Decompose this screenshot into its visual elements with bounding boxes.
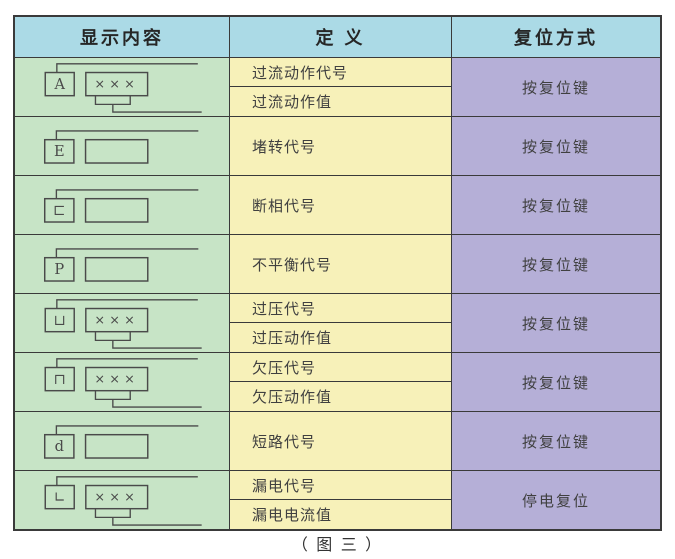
reset-cell: 按复位键	[452, 353, 660, 411]
definition-line: 欠压代号	[230, 353, 451, 382]
display-cell: ⊓ ×××	[15, 353, 230, 411]
reset-cell: 按复位键	[452, 235, 660, 293]
display-cell: d	[15, 412, 230, 470]
definition-line: 过压动作值	[252, 330, 333, 347]
display-symbol-stall: E	[43, 130, 198, 164]
display-symbol-unbalance: P	[43, 248, 198, 282]
header-reset-method: 复位方式	[452, 17, 660, 57]
code-letter: d	[54, 438, 63, 455]
definition-line: 欠压动作值	[252, 389, 333, 406]
definition-cell: 过流动作代号 过流动作值	[230, 58, 452, 116]
display-cell: A ×××	[15, 58, 230, 116]
display-symbol-short-circuit: d	[43, 425, 198, 459]
definition-cell: 不平衡代号	[230, 235, 452, 293]
code-value: ×××	[94, 371, 139, 386]
definition-cell: 短路代号	[230, 412, 452, 470]
reset-cell: 按复位键	[452, 58, 660, 116]
display-symbol-undervoltage: ⊓ ×××	[44, 358, 202, 408]
definition-cell: 漏电代号 漏电电流值	[230, 471, 452, 529]
table-row: ⊔ ××× 过压代号 过压动作值 按复位键	[15, 294, 660, 353]
code-letter: ∟	[53, 490, 65, 506]
header-display-content: 显示内容	[15, 17, 230, 57]
code-value: ×××	[94, 489, 139, 504]
reset-cell: 按复位键	[452, 294, 660, 352]
display-symbol-overcurrent: A ×××	[44, 63, 202, 113]
display-cell: ∟ ×××	[15, 471, 230, 529]
display-cell: ⊔ ×××	[15, 294, 230, 352]
table-row: d 短路代号 按复位键	[15, 412, 660, 471]
reset-cell: 按复位键	[452, 412, 660, 470]
table-row: A ××× 过流动作代号 过流动作值 按复位键	[15, 58, 660, 117]
code-letter: E	[53, 143, 64, 160]
code-letter: P	[54, 261, 64, 278]
definition-line: 过流动作值	[252, 94, 333, 111]
table-row: P 不平衡代号 按复位键	[15, 235, 660, 294]
definition-line: 漏电电流值	[252, 507, 333, 524]
reset-cell: 停电复位	[452, 471, 660, 529]
reset-cell: 按复位键	[452, 176, 660, 234]
definition-cell: 堵转代号	[230, 117, 452, 175]
display-cell: E	[15, 117, 230, 175]
definition-line: 过压代号	[230, 294, 451, 323]
figure-caption: （ 图 三 ）	[291, 537, 384, 554]
code-letter: ⊏	[53, 202, 65, 219]
code-letter: ⊓	[53, 372, 65, 388]
table-row: ⊏ 断相代号 按复位键	[15, 176, 660, 235]
code-value: ×××	[94, 312, 139, 327]
code-value: ×××	[94, 76, 139, 91]
table-row: ⊓ ××× 欠压代号 欠压动作值 按复位键	[15, 353, 660, 412]
definition-cell: 欠压代号 欠压动作值	[230, 353, 452, 411]
table-row: ∟ ××× 漏电代号 漏电电流值 停电复位	[15, 471, 660, 529]
definition-cell: 过压代号 过压动作值	[230, 294, 452, 352]
definition-line: 过流动作代号	[230, 58, 451, 87]
header-definition: 定 义	[230, 17, 452, 57]
reset-cell: 按复位键	[452, 117, 660, 175]
fault-code-table: 显示内容 定 义 复位方式 A ××× 过流动作代号 过流动作值	[13, 15, 662, 531]
display-symbol-leakage: ∟ ×××	[44, 476, 202, 526]
display-cell: ⊏	[15, 176, 230, 234]
display-symbol-phase-loss: ⊏	[43, 189, 198, 223]
display-cell: P	[15, 235, 230, 293]
table-header-row: 显示内容 定 义 复位方式	[15, 17, 660, 58]
display-symbol-overvoltage: ⊔ ×××	[44, 299, 202, 349]
definition-line: 漏电代号	[230, 471, 451, 500]
code-letter: A	[53, 77, 65, 93]
table-row: E 堵转代号 按复位键	[15, 117, 660, 176]
definition-cell: 断相代号	[230, 176, 452, 234]
code-letter: ⊔	[53, 313, 65, 329]
